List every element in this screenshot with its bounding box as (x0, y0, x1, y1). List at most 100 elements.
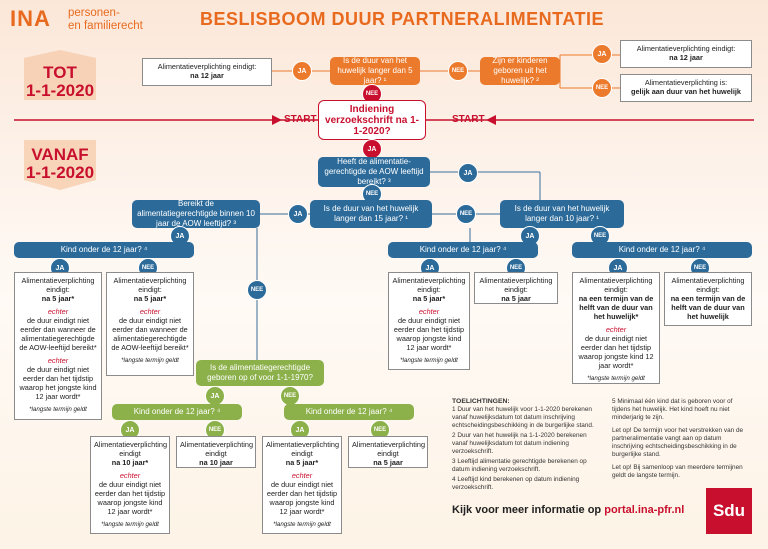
note-7: Let op! Bij samenloop van meerdere termi… (612, 464, 743, 479)
ja-badge: JA (290, 420, 310, 440)
footnote: *langste termijn geldt (273, 521, 331, 528)
notes-title: TOELICHTINGEN: (452, 398, 510, 405)
result-text: Alimentatieverplichting eindigt (352, 440, 426, 458)
vanaf-label-1: VANAF (31, 145, 89, 164)
result-text: Alimentatieverplichting eindigt: (579, 276, 653, 294)
nee-badge: NEE (280, 386, 300, 406)
result-top-left: Alimentatieverplichting eindigt: na 12 j… (142, 58, 272, 86)
question-filing: Indiening verzoekschrift na 1-1-2020? (318, 100, 426, 140)
result-m15-child-no: Alimentatieverplichting eindigt: na 5 ja… (474, 272, 558, 304)
question-children: Zijn er kinderen geboren uit het huwelij… (480, 56, 560, 85)
result-text: de duur eindigt niet eerder dan het tijd… (266, 480, 338, 516)
result-value: na 12 jaar (669, 53, 703, 62)
nee-badge: NEE (448, 61, 468, 81)
start-right: START (452, 114, 485, 125)
footer-more-info: Kijk voor meer informatie op (452, 504, 602, 516)
note-4: 4 Leeftijd kind berekenen op datum indie… (452, 476, 580, 491)
echter-label: echter (605, 325, 627, 334)
result-text: Alimentatieverplichting eindigt: (21, 276, 95, 294)
footnote: *langste termijn geldt (587, 375, 645, 382)
vanaf-label: VANAF 1-1-2020 (14, 146, 106, 182)
note-1: 1 Duur van het huwelijk voor 1-1-2020 be… (452, 406, 594, 429)
ja-badge: JA (292, 61, 312, 81)
footer-url-link[interactable]: portal.ina-pfr.nl (604, 504, 685, 516)
result-text: de duur eindigt niet eerder dan het tijd… (393, 316, 465, 352)
result-value: na een termijn van de helft van de duur … (670, 294, 746, 321)
result-value: na 10 jaar (199, 458, 233, 467)
ja-badge: JA (205, 386, 225, 406)
question-child-12: Kind onder de 12 jaar? ⁴ (112, 404, 242, 420)
footnote: *langste termijn geldt (121, 357, 179, 364)
result-value: na 5 jaar* (41, 294, 75, 303)
start-left: START (284, 114, 317, 125)
echter-label: echter (139, 307, 161, 316)
ja-badge: JA (120, 420, 140, 440)
result-post1970-child-no: Alimentatieverplichting eindigt na 5 jaa… (348, 436, 428, 468)
echter-label: echter (47, 307, 69, 316)
result-text: de duur eindigt niet eerder dan het tijd… (94, 480, 166, 516)
result-value: gelijk aan duur van het huwelijk (631, 87, 741, 96)
result-1970-child-yes: Alimentatieverplichting eindigt na 10 ja… (90, 436, 170, 534)
question-child-12: Kind onder de 12 jaar? ⁴ (388, 242, 538, 258)
notes-right: 5 Minimaal één kind dat is geboren voor … (612, 398, 752, 480)
notes-left: TOELICHTINGEN: 1 Duur van het huwelijk v… (452, 398, 602, 492)
footnote: *langste termijn geldt (101, 521, 159, 528)
footnote: *langste termijn geldt (29, 406, 87, 413)
result-text: Alimentatieverplichting eindigt: (671, 276, 745, 294)
result-value: na 5 jaar (501, 294, 531, 303)
nee-badge: NEE (456, 204, 476, 224)
sdu-logo: Sdu (706, 488, 752, 534)
logo-ina: INA (10, 6, 51, 31)
ja-badge: JA (288, 204, 308, 224)
result-text: Alimentatieverplichting is: (644, 78, 728, 87)
note-6: Let op! De termijn voor het verstrekken … (612, 427, 744, 458)
result-text: de duur eindigt niet eerder dan wanneer … (111, 316, 189, 352)
footnote: *langste termijn geldt (400, 357, 458, 364)
nee-badge: NEE (592, 78, 612, 98)
result-text: de duur eindigt niet eerder dan wanneer … (19, 316, 97, 352)
result-post1970-child-yes: Alimentatieverplichting eindigt na 5 jaa… (262, 436, 342, 534)
question-child-12: Kind onder de 12 jaar? ⁴ (14, 242, 194, 258)
result-aow-child-yes: Alimentatieverplichting eindigt: na 5 ja… (14, 272, 102, 420)
note-2: 2 Duur van het huwelijk na 1-1-2020 bere… (452, 432, 587, 455)
result-value: na 5 jaar* (412, 294, 446, 303)
tot-label-2: 1-1-2020 (25, 81, 95, 100)
logo-subtitle-1: personen- (68, 7, 120, 19)
nee-badge: NEE (590, 226, 610, 246)
result-text: Alimentatieverplichting eindigt: (157, 62, 257, 71)
result-value: na 5 jaar* (133, 294, 167, 303)
question-aow-10: Bereikt de alimentatiegerechtigde binnen… (132, 199, 260, 228)
question-child-12: Kind onder de 12 jaar? ⁴ (572, 242, 752, 258)
logo-subtitle-2: en familierecht (68, 20, 143, 32)
result-text: Alimentatieverplichting eindigt: (479, 276, 553, 294)
result-value: na 5 jaar* (285, 458, 319, 467)
ja-badge: JA (362, 139, 382, 159)
question-born-1970: Is de alimentatiegerechtigde geboren op … (196, 360, 324, 386)
result-text: Alimentatieverplichting eindigt (94, 440, 168, 458)
result-value: na 10 jaar* (111, 458, 149, 467)
echter-label: echter (119, 471, 141, 480)
ja-badge: JA (458, 163, 478, 183)
result-m15-child-yes: Alimentatieverplichting eindigt: na 5 ja… (388, 272, 470, 370)
result-text: de duur eindigt niet eerder dan het tijd… (578, 334, 654, 370)
question-marriage-10: Is de duur van het huwelijk langer dan 1… (500, 200, 624, 228)
question-marriage-15: Is de duur van het huwelijk langer dan 1… (310, 200, 432, 228)
result-text: Alimentatieverplichting eindigt: (392, 276, 466, 294)
result-m10-child-yes: Alimentatieverplichting eindigt: na een … (572, 272, 660, 384)
footer-info: Kijk voor meer informatie op portal.ina-… (452, 504, 684, 516)
note-3: 3 Leeftijd alimentatie gerechtigde berek… (452, 458, 587, 473)
result-m10-child-no: Alimentatieverplichting eindigt: na een … (664, 272, 752, 326)
result-text: Alimentatieverplichting eindigt (266, 440, 340, 458)
result-text: Alimentatieverplichting eindigt: (636, 44, 736, 53)
result-top-right-1: Alimentatieverplichting eindigt: na 12 j… (620, 40, 752, 68)
result-value: na 12 jaar (190, 71, 224, 80)
result-1970-child-no: Alimentatieverplichting eindigt na 10 ja… (176, 436, 256, 468)
echter-label: echter (47, 356, 69, 365)
result-top-right-2: Alimentatieverplichting is: gelijk aan d… (620, 74, 752, 102)
result-value: na 5 jaar (373, 458, 403, 467)
ja-badge: JA (592, 44, 612, 64)
echter-label: echter (291, 471, 313, 480)
tot-label-1: TOT (43, 63, 77, 82)
vanaf-label-2: 1-1-2020 (25, 163, 95, 182)
question-marriage-5: Is de duur van het huwelijk langer dan 5… (330, 56, 420, 85)
